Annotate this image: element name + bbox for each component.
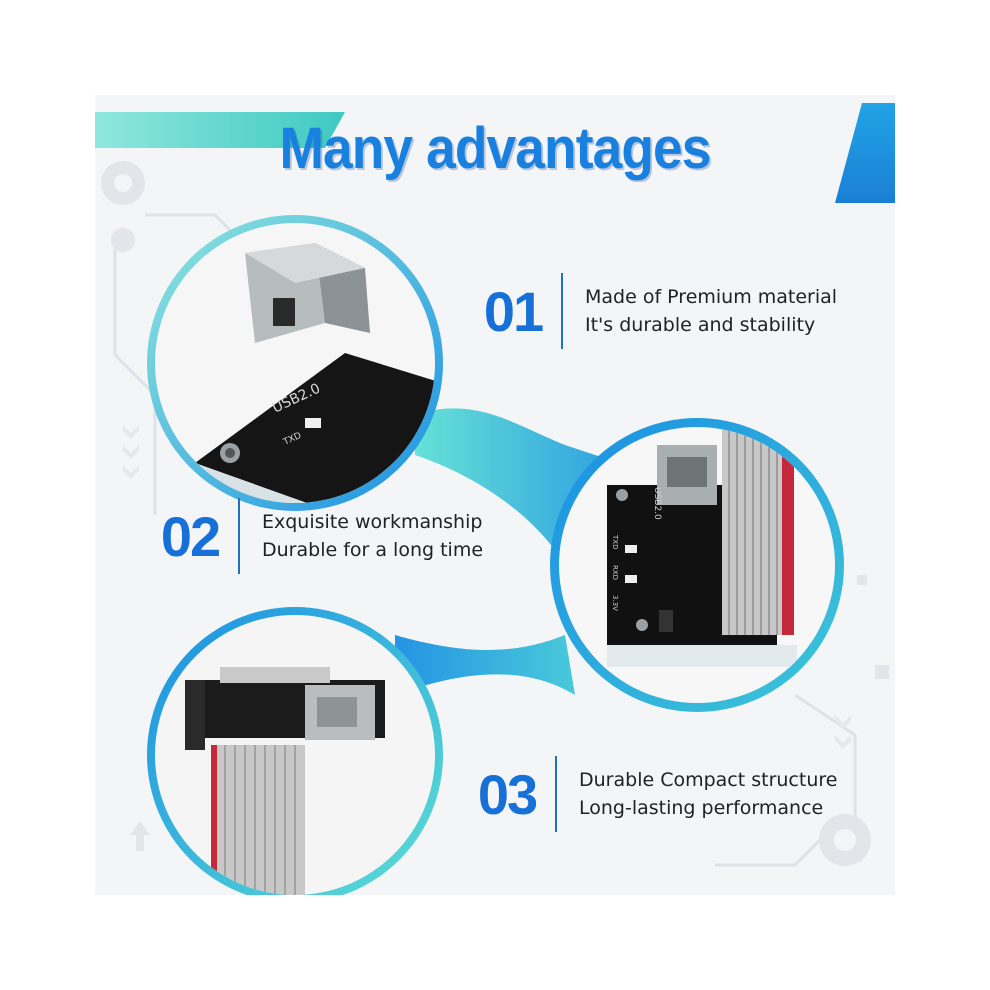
feature-number: 01: [483, 279, 544, 343]
feature-line: Durable Compact structure: [579, 769, 838, 791]
usb-board-photo: USB2.0 TXD: [147, 215, 443, 511]
product-banner: Many advantages: [95, 95, 895, 895]
feature-line: Durable for a long time: [262, 539, 484, 561]
voltage-label: 3.3V: [611, 595, 619, 611]
feature-line: It's durable and stability: [585, 314, 816, 336]
feature-divider: [238, 498, 240, 574]
feature-03: 03 Durable Compact structure Long-lastin…: [467, 756, 837, 832]
feature-line: Exquisite workmanship: [262, 511, 483, 533]
rxd-label: RXD: [611, 565, 619, 580]
feature-number: 03: [477, 762, 538, 826]
feature-divider: [555, 756, 557, 832]
txd-label: TXD: [611, 534, 619, 549]
feature-divider: [561, 273, 563, 349]
feature-line: Made of Premium material: [585, 286, 838, 308]
feature-line: Long-lasting performance: [579, 797, 824, 819]
feature-number: 02: [160, 504, 221, 568]
usb-label: USB2.0: [652, 487, 662, 520]
page-title: Many advantages: [279, 116, 711, 181]
board-cable-photo: USB2.0 TXD RXD 3.3V: [550, 418, 844, 712]
chevron-down-icon: [123, 425, 851, 749]
title-banner-left: [95, 112, 345, 148]
feature-01: 01 Made of Premium material It's durable…: [473, 273, 837, 349]
ribbon-decoration: [395, 408, 655, 695]
cable-connector-photo: [147, 607, 443, 895]
feature-02: 02 Exquisite workmanship Durable for a l…: [150, 498, 483, 574]
background-decoration: [101, 161, 889, 867]
